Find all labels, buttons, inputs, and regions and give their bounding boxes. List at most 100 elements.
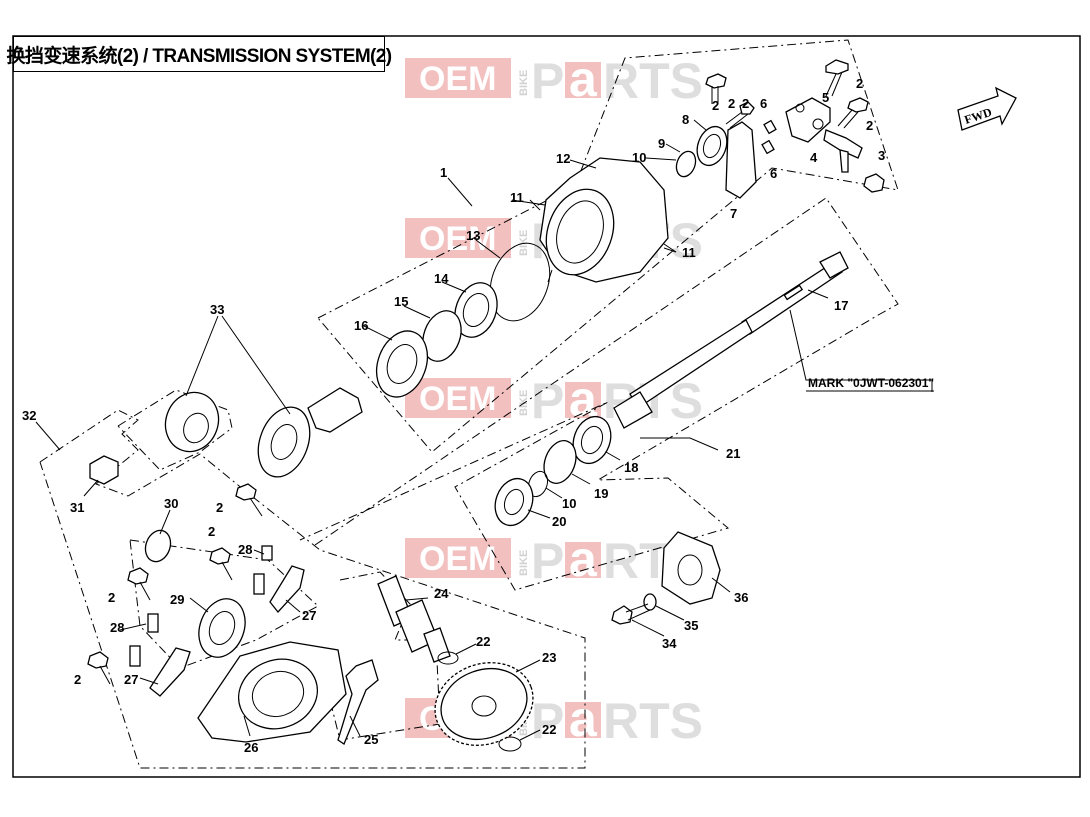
part-2-bolt-left-1 bbox=[235, 483, 263, 517]
part-4-lever bbox=[823, 129, 863, 173]
part-2-bolt-top-b bbox=[837, 97, 869, 129]
callout-34: 34 bbox=[662, 636, 677, 651]
part-31-nut bbox=[89, 455, 119, 485]
callout-2g: 2 bbox=[208, 524, 215, 539]
part-7-plate bbox=[725, 121, 757, 199]
callout-2e: 2 bbox=[866, 118, 873, 133]
part-18-bearing bbox=[572, 415, 612, 465]
callout-2a: 2 bbox=[856, 76, 863, 91]
callout-27a: 27 bbox=[302, 608, 316, 623]
mark-label: MARK "0JWT-062301" bbox=[808, 376, 934, 390]
watermark-rts: RTS bbox=[603, 53, 703, 109]
part-8-seal bbox=[696, 125, 728, 167]
callout-8: 8 bbox=[682, 112, 689, 127]
callout-13: 13 bbox=[466, 228, 480, 243]
part-14-bearing bbox=[454, 282, 498, 338]
watermark-oem: OEM bbox=[419, 60, 496, 98]
callout-18: 18 bbox=[624, 460, 638, 475]
watermark-a: a bbox=[569, 531, 598, 587]
part-2-bolt-top-a bbox=[825, 59, 849, 97]
callout-6b: 6 bbox=[770, 166, 777, 181]
callout-26: 26 bbox=[244, 740, 258, 755]
leader-lines bbox=[35, 119, 933, 741]
part-2-bolt-left-2 bbox=[209, 547, 233, 581]
part-19-ring bbox=[543, 440, 577, 484]
callout-29: 29 bbox=[170, 592, 184, 607]
part-29-bearing bbox=[198, 598, 246, 658]
watermark-p: P bbox=[531, 533, 564, 589]
watermark-p: P bbox=[531, 373, 564, 429]
callout-2i: 2 bbox=[74, 672, 81, 687]
callout-12: 12 bbox=[556, 151, 570, 166]
callout-6a: 6 bbox=[760, 96, 767, 111]
callout-5: 5 bbox=[822, 90, 829, 105]
part-6-pin-b bbox=[761, 139, 775, 155]
part-22-ring-upper bbox=[437, 651, 459, 665]
watermark-oem: OEM bbox=[419, 220, 496, 258]
part-17-shaft bbox=[613, 251, 849, 429]
callout-1: 1 bbox=[440, 165, 447, 180]
callout-33: 33 bbox=[210, 302, 224, 317]
callout-27b: 27 bbox=[124, 672, 138, 687]
callout-11b: 11 bbox=[682, 245, 696, 260]
part-20-seal bbox=[494, 477, 534, 527]
callout-14: 14 bbox=[434, 271, 449, 286]
callout-7: 7 bbox=[730, 206, 737, 221]
callout-24: 24 bbox=[434, 586, 449, 601]
part-5-bracket bbox=[785, 97, 831, 143]
part-12-housing bbox=[529, 157, 677, 283]
callout-3: 3 bbox=[878, 148, 885, 163]
watermark-bike: BIKE bbox=[518, 70, 530, 96]
part-26-cover bbox=[197, 641, 347, 743]
part-3-nut bbox=[863, 173, 885, 193]
part-2-bolt-left-4 bbox=[87, 651, 111, 685]
watermark-p: P bbox=[531, 693, 564, 749]
part-2-bolt-left bbox=[705, 73, 727, 104]
part-2-bolt-left-3 bbox=[127, 567, 151, 601]
callout-labels: 1 2 2 2 2 2 3 4 5 6 6 7 8 9 10 11 11 12 … bbox=[22, 76, 885, 755]
part-28-pin-lower-a bbox=[147, 613, 159, 633]
callout-28b: 28 bbox=[110, 620, 124, 635]
watermark-oem: OEM bbox=[419, 540, 496, 578]
group-outline-1 bbox=[317, 39, 899, 453]
group-outline-32 bbox=[39, 409, 586, 769]
page-title: 换挡变速系统(2) / TRANSMISSION SYSTEM(2) bbox=[7, 36, 392, 72]
fwd-arrow-icon: FWD bbox=[957, 86, 1017, 131]
callout-21: 21 bbox=[726, 446, 740, 461]
part-28-pin-mid bbox=[253, 573, 265, 595]
callout-10b: 10 bbox=[562, 496, 576, 511]
parts-layer bbox=[87, 59, 885, 752]
watermark-oem: OEM bbox=[419, 380, 496, 418]
callout-22b: 22 bbox=[542, 722, 556, 737]
part-13-oring bbox=[489, 242, 551, 322]
callout-28a: 28 bbox=[238, 542, 252, 557]
part-27-plate-upper bbox=[269, 565, 305, 613]
part-23-gear bbox=[434, 662, 534, 746]
part-36-flange bbox=[661, 531, 721, 605]
watermark-a: a bbox=[569, 51, 598, 107]
callout-22a: 22 bbox=[476, 634, 490, 649]
callout-19: 19 bbox=[594, 486, 608, 501]
callout-17: 17 bbox=[834, 298, 848, 313]
watermark-bike: BIKE bbox=[518, 550, 530, 576]
part-35-washer bbox=[643, 593, 657, 611]
watermark-p: P bbox=[531, 53, 564, 109]
callout-2b: 2 bbox=[712, 98, 719, 113]
group-outline-21 bbox=[299, 197, 899, 591]
callout-16: 16 bbox=[354, 318, 368, 333]
part-28-pin-lower-b bbox=[129, 645, 141, 667]
callout-30: 30 bbox=[164, 496, 178, 511]
callout-15: 15 bbox=[394, 294, 408, 309]
callout-4: 4 bbox=[810, 150, 818, 165]
callout-36: 36 bbox=[734, 590, 748, 605]
watermark-rts: RTS bbox=[603, 693, 703, 749]
part-22-ring-lower bbox=[498, 736, 522, 752]
part-28-pin-upper bbox=[261, 545, 273, 561]
callout-2d: 2 bbox=[742, 96, 749, 111]
part-30-washer bbox=[144, 529, 172, 563]
callout-11a: 11 bbox=[510, 190, 524, 205]
part-10-ring-lower bbox=[527, 470, 549, 498]
callout-23: 23 bbox=[542, 650, 556, 665]
part-9-ring bbox=[675, 150, 697, 178]
